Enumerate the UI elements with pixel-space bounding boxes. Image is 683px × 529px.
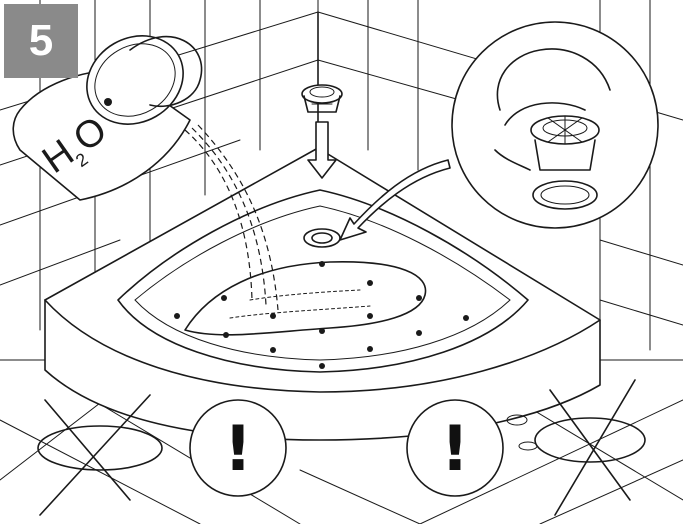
warning-symbol-left: ! [224,412,252,485]
warning-symbol-right: ! [441,412,469,485]
detail-inset [452,22,658,228]
warning-left: ! [190,400,286,496]
step-number: 5 [29,19,53,63]
drain-cover [302,85,342,112]
warning-right: ! [407,400,503,496]
step-badge: 5 [4,4,78,78]
